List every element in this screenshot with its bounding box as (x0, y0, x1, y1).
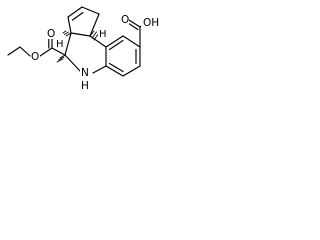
bond (128, 19, 141, 28)
bond (105, 35, 124, 48)
stereo-hash (91, 31, 97, 39)
mask (80, 67, 91, 78)
molecule-structure: OH O O O N H H H (0, 0, 159, 116)
structure-svg: OH O O O N H H H (7, 6, 159, 92)
atom-label-nh: H (81, 80, 89, 92)
mask (120, 14, 129, 25)
stereo-h-top-label: H (99, 29, 107, 40)
mask (46, 28, 55, 39)
bond (122, 65, 141, 77)
bond (7, 46, 21, 56)
bond (89, 13, 100, 37)
stereo-hash (58, 56, 65, 61)
mask (31, 51, 40, 62)
bond (67, 6, 83, 18)
bond (81, 6, 100, 15)
stereo-hash (59, 54, 66, 59)
atom-label-ester-carbonyl-o: O (47, 28, 55, 40)
mask (98, 28, 108, 39)
stereo-hash (89, 30, 95, 37)
bond (108, 62, 124, 73)
atom-masks (31, 14, 159, 91)
stereo-hash (64, 31, 69, 35)
bond (64, 54, 82, 73)
bond (19, 46, 31, 57)
atom-label-n: N (81, 67, 89, 79)
stereo-hash (62, 30, 67, 34)
stereo-hash (56, 58, 64, 63)
bond (71, 11, 84, 21)
atom-label-oh: OH (143, 17, 159, 29)
bond (39, 47, 53, 57)
bond (122, 35, 141, 48)
mask (80, 80, 90, 91)
bond (70, 32, 91, 37)
stereo-hash (65, 32, 72, 37)
atom-labels: OH O O O N H H H (31, 14, 159, 92)
bond (51, 47, 66, 56)
bond (64, 32, 72, 56)
mask (55, 38, 65, 49)
bond (105, 65, 124, 77)
atom-label-ester-o: O (31, 51, 39, 63)
bond (67, 16, 72, 34)
bond (92, 65, 107, 74)
atom-label-carbonyl-o: O (121, 14, 129, 26)
bond (108, 39, 124, 51)
stereo-h-bottom-label: H (56, 39, 64, 50)
mask (141, 16, 159, 28)
